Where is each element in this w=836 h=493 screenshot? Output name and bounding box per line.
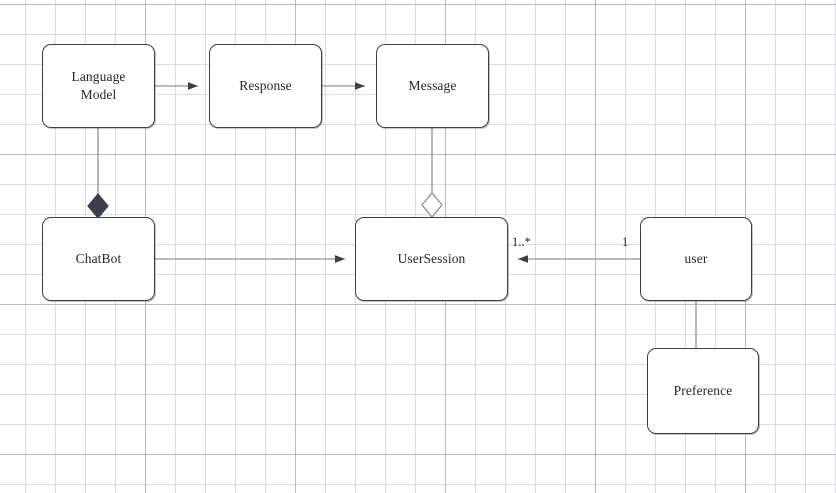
edge-language-model-to-chatbot <box>87 128 109 219</box>
node-label-chatbot: ChatBot <box>75 251 122 267</box>
node-language-model[interactable]: Language Model <box>42 44 155 128</box>
node-preference[interactable]: Preference <box>647 348 759 434</box>
multiplicity-user-end: 1 <box>622 235 629 249</box>
node-label-usersession: UserSession <box>397 251 466 267</box>
node-user[interactable]: user <box>640 217 752 301</box>
node-label-response: Response <box>239 78 292 94</box>
node-label-user: user <box>684 251 708 267</box>
filled-diamond-icon <box>87 193 109 219</box>
multiplicity-usersession-end: 1..* <box>512 235 531 249</box>
node-label-language-model: Language Model <box>71 69 126 102</box>
node-usersession[interactable]: UserSession <box>355 217 508 301</box>
node-chatbot[interactable]: ChatBot <box>42 217 155 301</box>
edge-message-to-usersession <box>421 128 443 219</box>
node-label-preference: Preference <box>673 383 733 399</box>
node-response[interactable]: Response <box>209 44 322 128</box>
node-label-message: Message <box>408 78 457 94</box>
node-message[interactable]: Message <box>376 44 489 128</box>
hollow-diamond-icon <box>421 191 443 219</box>
